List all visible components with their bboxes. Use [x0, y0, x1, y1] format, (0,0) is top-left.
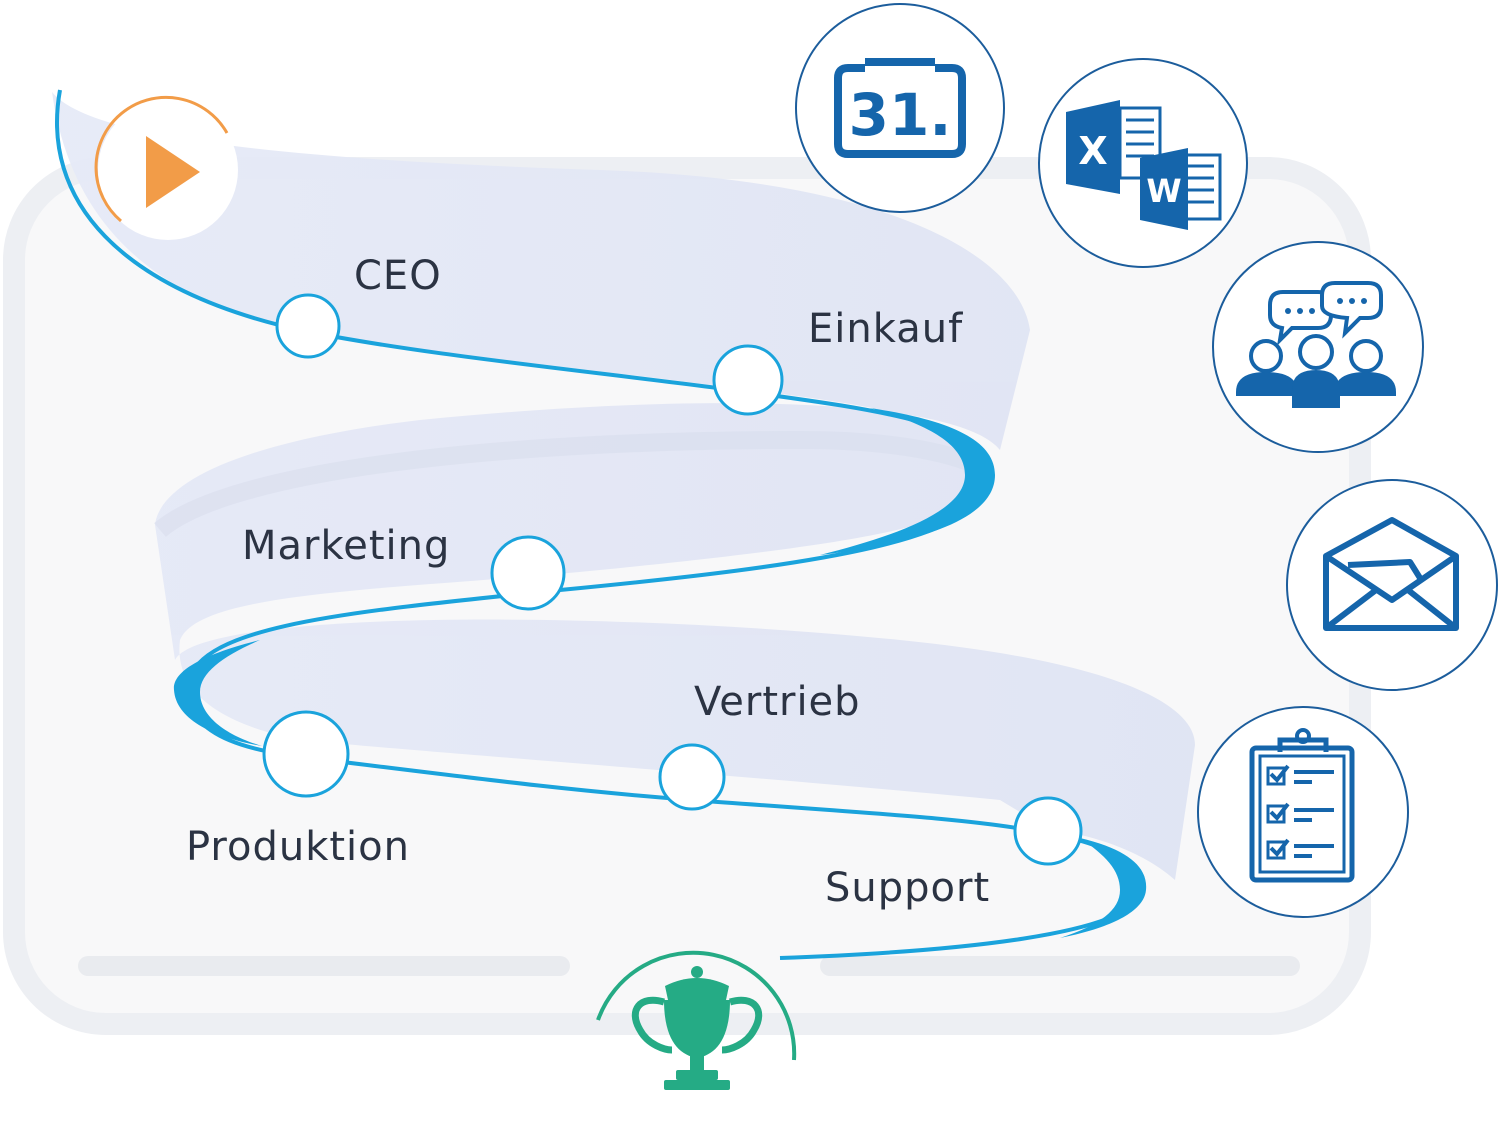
stage-label-marketing: Marketing — [242, 523, 451, 569]
stage-node-einkauf — [712, 344, 784, 416]
start-node — [94, 95, 238, 240]
calendar-icon: 31. — [834, 58, 966, 158]
stage-node-vertrieb — [658, 743, 726, 811]
word-letter: W — [1146, 172, 1181, 210]
stage-label-vertrieb: Vertrieb — [694, 679, 861, 725]
trophy-icon — [631, 966, 763, 1090]
stage-label-ceo: CEO — [354, 253, 442, 299]
ribbon-shadow — [52, 92, 1195, 880]
stage-node-marketing — [490, 535, 566, 611]
clipboard-checklist-icon — [1249, 728, 1355, 883]
tool-mail — [1286, 479, 1498, 691]
envelope-icon — [1323, 517, 1459, 631]
stage-node-support — [1013, 796, 1083, 866]
stage-label-produktion: Produktion — [186, 824, 410, 870]
tool-checklist — [1197, 706, 1409, 918]
stage-label-support: Support — [825, 865, 991, 911]
stage-label-einkauf: Einkauf — [808, 306, 964, 352]
team-chat-icon — [1236, 281, 1396, 408]
stage-node-produktion — [262, 710, 350, 798]
finish-node — [596, 950, 797, 1090]
tool-calendar: 31. — [795, 3, 1005, 213]
calendar-date: 31. — [849, 81, 952, 149]
stage-node-ceo — [275, 293, 341, 359]
excel-word-icon: X W — [1066, 100, 1222, 230]
tool-office: X W — [1038, 58, 1248, 268]
tool-team — [1212, 241, 1424, 453]
play-icon — [146, 136, 200, 208]
excel-letter: X — [1078, 129, 1107, 173]
